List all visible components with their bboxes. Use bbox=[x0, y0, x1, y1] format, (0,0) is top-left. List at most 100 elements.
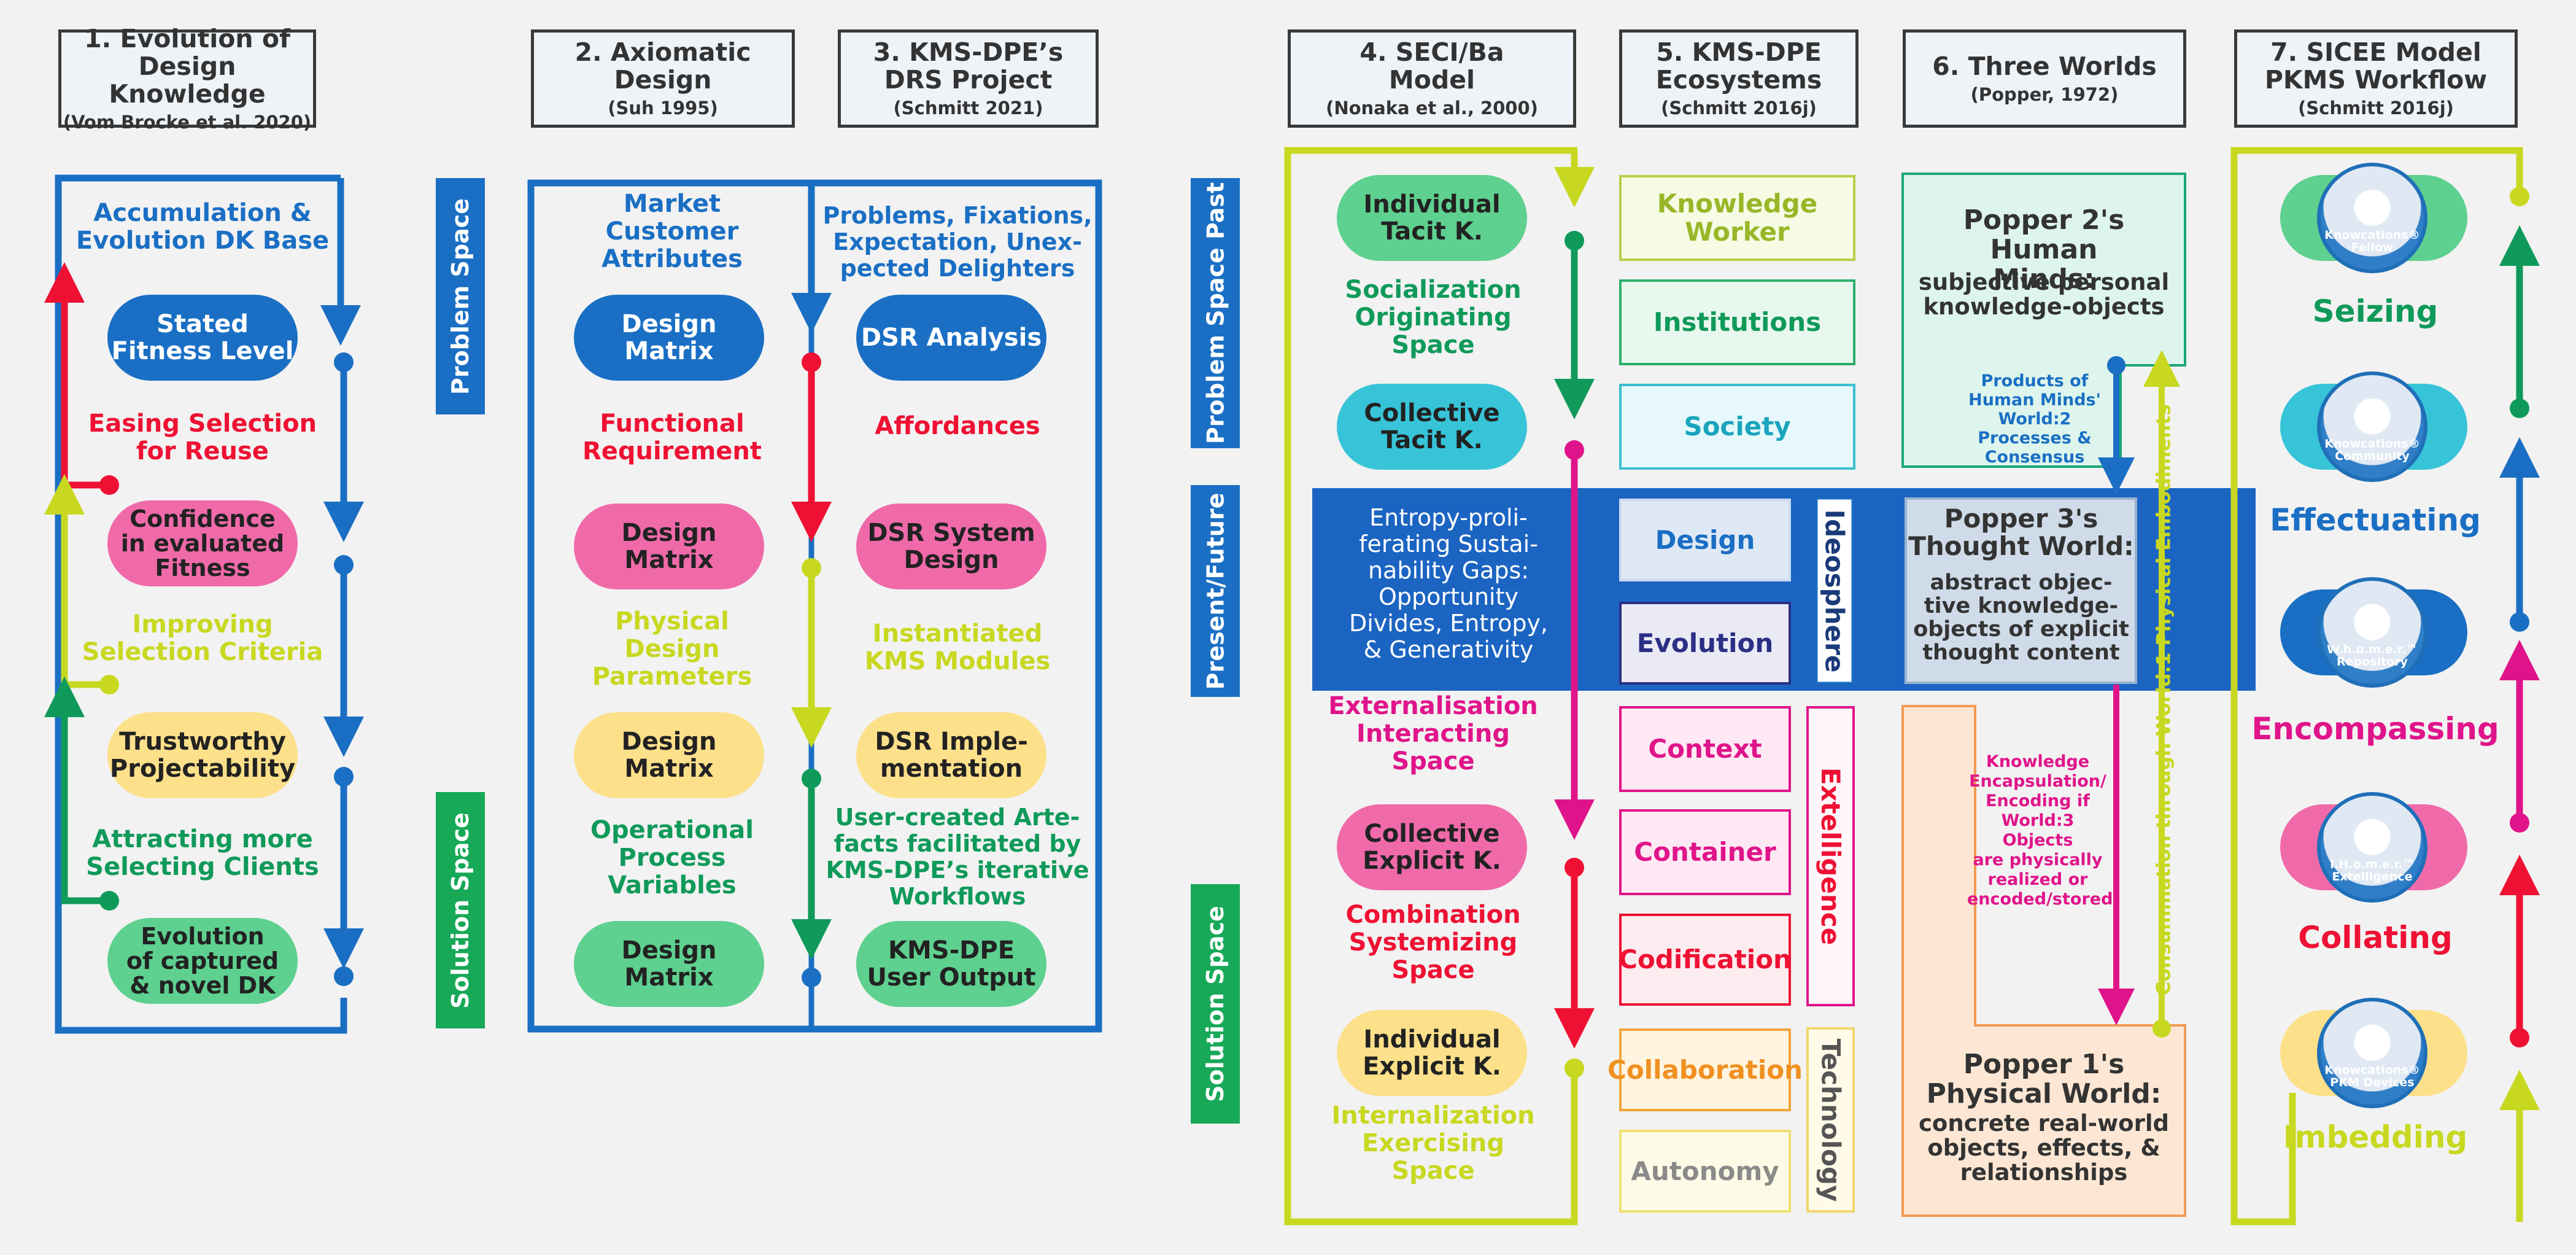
label-instantiated-modules: Instantiated KMS Modules bbox=[864, 620, 1051, 675]
knowcations-fellow-icon: Knowcations® Fellow bbox=[2317, 163, 2427, 273]
header-source: (Nonaka et al., 2000) bbox=[1326, 98, 1538, 119]
header-title: 2. Axiomatic Design bbox=[574, 37, 751, 95]
header-three-worlds: 6. Three Worlds (Popper, 1972) bbox=[1903, 29, 2186, 128]
header-title: 7. SICEE Model PKMS Workflow bbox=[2264, 37, 2488, 95]
step-collating: Collating bbox=[2298, 920, 2453, 955]
header-drs-project: 3. KMS-DPE’s DRS Project (Schmitt 2021) bbox=[838, 29, 1099, 128]
icon-caption: Knowcations® Community bbox=[2324, 437, 2420, 463]
side-bar-present-future: Present/Future bbox=[1191, 485, 1240, 697]
pill-design-matrix-1: Design Matrix bbox=[574, 295, 764, 381]
header-title: 5. KMS-DPE Ecosystems bbox=[1655, 37, 1822, 95]
pill-individual-tacit: Individual Tacit K. bbox=[1337, 175, 1527, 261]
label-internalization: Internalization Exercising Space bbox=[1331, 1102, 1535, 1185]
eco-context: Context bbox=[1619, 706, 1791, 792]
icon-caption: W.h.o.m.e.r.™ Repository bbox=[2327, 643, 2418, 669]
eco-knowledge-worker: Knowledge Worker bbox=[1619, 175, 1855, 261]
step-seizing: Seizing bbox=[2312, 293, 2439, 329]
pill-confidence: Confidence in evaluated Fitness bbox=[107, 500, 298, 586]
products-note: Products of Human Minds' World:2 Process… bbox=[1968, 371, 2101, 467]
icon-caption: Knowcations® Fellow bbox=[2324, 228, 2420, 254]
eco-autonomy: Autonomy bbox=[1619, 1130, 1791, 1213]
extelligence-label: Extelligence bbox=[1808, 707, 1854, 1005]
step-encompassing: Encompassing bbox=[2251, 711, 2499, 747]
header-ecosystems: 5. KMS-DPE Ecosystems (Schmitt 2016j) bbox=[1619, 29, 1859, 128]
header-source: (Schmitt 2016j) bbox=[2298, 98, 2454, 119]
eco-codification: Codification bbox=[1619, 914, 1792, 1006]
pill-dsr-implementation: DSR Imple- mentation bbox=[856, 712, 1046, 798]
header-source: (Schmitt 2021) bbox=[893, 98, 1043, 119]
pill-stated-fitness: Stated Fitness Level bbox=[107, 295, 298, 381]
label-affordances: Affordances bbox=[875, 412, 1040, 440]
eco-society: Society bbox=[1619, 384, 1855, 470]
label-accumulation: Accumulation & Evolution DK Base bbox=[75, 199, 330, 255]
eco-evolution: Evolution bbox=[1619, 602, 1791, 685]
header-title: 3. KMS-DPE’s DRS Project bbox=[873, 37, 1064, 95]
label-user-artefacts: User-created Arte- facts facilitated by … bbox=[826, 804, 1089, 910]
icon-caption: Knowcations® PKM Devices bbox=[2324, 1063, 2420, 1089]
consummation-label: Consummation through World:1 Physical Em… bbox=[2142, 393, 2185, 1007]
eco-container: Container bbox=[1619, 809, 1791, 895]
side-bar-solution-space-2: Solution Space bbox=[1191, 884, 1240, 1124]
label-problems-fixations: Problems, Fixations, Expectation, Unex- … bbox=[822, 202, 1093, 282]
label-improving-selection: Improving Selection Criteria bbox=[82, 610, 323, 666]
ideosphere-text: Ideosphere bbox=[1819, 509, 1850, 672]
knowcations-pkm-devices-icon: Knowcations® PKM Devices bbox=[2317, 998, 2427, 1108]
header-source: (Popper, 1972) bbox=[1970, 84, 2119, 105]
pill-dsr-system-design: DSR System Design bbox=[856, 503, 1046, 589]
pill-kms-dpe-output: KMS-DPE User Output bbox=[856, 921, 1046, 1007]
header-seci-ba: 4. SECI/Ba Model (Nonaka et al., 2000) bbox=[1288, 29, 1576, 128]
pill-dsr-analysis: DSR Analysis bbox=[856, 295, 1046, 381]
side-bar-problem-space: Problem Space bbox=[436, 178, 485, 414]
pill-collective-tacit: Collective Tacit K. bbox=[1337, 384, 1527, 470]
label-attracting-clients: Attracting more Selecting Clients bbox=[86, 825, 319, 881]
pill-trustworthy: Trustworthy Projectability bbox=[107, 712, 298, 798]
pill-design-matrix-3: Design Matrix bbox=[574, 712, 764, 798]
label-socialization: Socialization Originating Space bbox=[1345, 276, 1522, 359]
consummation-text: Consummation through World:1 Physical Em… bbox=[2152, 404, 2175, 996]
band-entropy-gaps: Entropy-proli- ferating Sustai- nability… bbox=[1348, 504, 1549, 663]
header-sicee-model: 7. SICEE Model PKMS Workflow (Schmitt 20… bbox=[2234, 29, 2518, 128]
label-physical-parameters: Physical Design Parameters bbox=[592, 607, 752, 691]
ideosphere-label: Ideosphere bbox=[1817, 499, 1852, 683]
side-bar-problem-space-past: Problem Space Past bbox=[1191, 178, 1240, 448]
eco-collaboration: Collaboration bbox=[1607, 1028, 1803, 1111]
header-title: 4. SECI/Ba Model bbox=[1360, 37, 1504, 95]
pill-individual-explicit: Individual Explicit K. bbox=[1337, 1010, 1527, 1096]
pill-collective-explicit: Collective Explicit K. bbox=[1337, 804, 1527, 890]
popper3-title: Popper 3's Thought World: bbox=[1908, 503, 2134, 561]
encapsulation-note: Knowledge Encapsulation/ Encoding if Wor… bbox=[1967, 752, 2113, 909]
side-bar-label: Solution Space bbox=[447, 812, 474, 1009]
popper2-body: subjective personal knowledge-objects bbox=[1918, 269, 2170, 320]
knowcations-community-icon: Knowcations® Community bbox=[2317, 371, 2427, 482]
header-source: (Vom Brocke et al. 2020) bbox=[63, 111, 312, 133]
side-bar-label: Problem Space bbox=[447, 198, 474, 395]
eco-design: Design bbox=[1619, 499, 1791, 581]
header-title: 1. Evolution of Design Knowledge bbox=[84, 23, 290, 109]
extelligence-text: Extelligence bbox=[1816, 767, 1846, 946]
label-externalisation: Externalisation Interacting Space bbox=[1328, 692, 1538, 775]
header-evolution-design-knowledge: 1. Evolution of Design Knowledge (Vom Br… bbox=[58, 25, 316, 133]
popper3-body: abstract objec- tive knowledge- objects … bbox=[1913, 570, 2129, 665]
side-bar-solution-space: Solution Space bbox=[436, 792, 485, 1028]
ihomer-extelligence-icon: I.H.o.m.e.r.™ Extelligence bbox=[2317, 792, 2427, 903]
step-effectuating: Effectuating bbox=[2270, 502, 2481, 538]
pill-design-matrix-4: Design Matrix bbox=[574, 921, 764, 1007]
label-process-variables: Operational Process Variables bbox=[590, 816, 754, 899]
icon-caption: I.H.o.m.e.r.™ Extelligence bbox=[2330, 858, 2415, 884]
popper1-title: Popper 1's Physical World: bbox=[1926, 1049, 2162, 1109]
popper2-title: Popper 2's Human Minds: bbox=[1963, 204, 2125, 295]
side-bar-label: Problem Space Past bbox=[1202, 182, 1229, 445]
pill-design-matrix-2: Design Matrix bbox=[574, 503, 764, 589]
side-bar-label: Solution Space bbox=[1202, 906, 1229, 1102]
header-axiomatic-design: 2. Axiomatic Design (Suh 1995) bbox=[531, 29, 795, 128]
side-bar-label: Present/Future bbox=[1202, 492, 1229, 690]
col1-frame bbox=[55, 174, 347, 1034]
label-combination: Combination Systemizing Space bbox=[1345, 901, 1521, 984]
label-functional-requirement: Functional Requirement bbox=[582, 410, 762, 465]
technology-text: Technology bbox=[1816, 1038, 1846, 1202]
label-easing-selection: Easing Selection for Reuse bbox=[88, 410, 317, 465]
label-market-attributes: Market Customer Attributes bbox=[601, 190, 743, 273]
header-source: (Suh 1995) bbox=[608, 98, 718, 119]
technology-label: Technology bbox=[1808, 1028, 1854, 1211]
